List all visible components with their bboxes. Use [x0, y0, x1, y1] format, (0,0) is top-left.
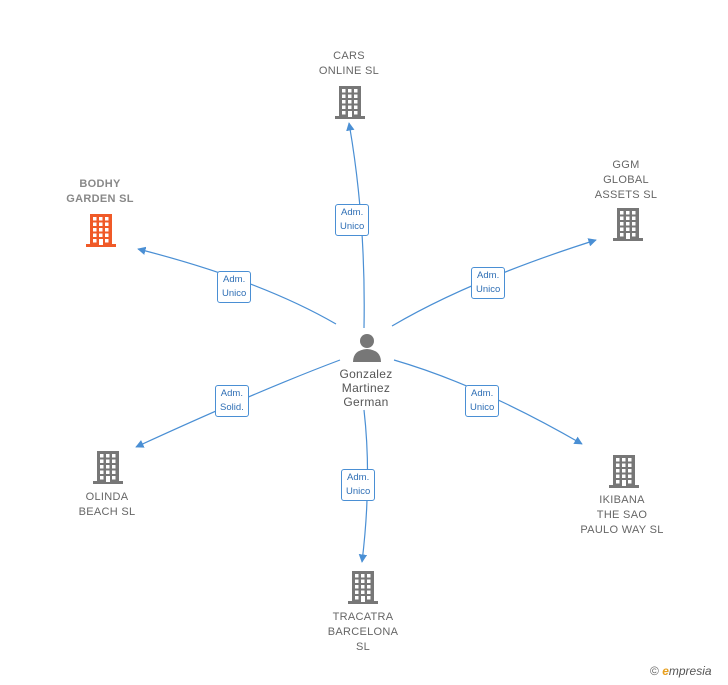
company-label-cars[interactable]: CARS ONLINE SL	[318, 50, 380, 77]
role-label-ggm: Adm. Unico	[471, 267, 506, 299]
building-icon-tracatra[interactable]	[348, 571, 378, 604]
company-label-olinda[interactable]: OLINDA BEACH SL	[78, 491, 136, 518]
company-label-tracatra[interactable]: TRACATRA BARCELONA SL	[327, 611, 399, 653]
edge-olinda	[135, 359, 341, 448]
company-label-ggm[interactable]: GGM GLOBAL ASSETS SL	[594, 159, 658, 201]
building-icon-ikibana[interactable]	[609, 455, 639, 488]
role-label-olinda: Adm. Solid.	[215, 385, 249, 417]
footer-credit[interactable]: © empresia	[650, 664, 712, 678]
building-icon-olinda[interactable]	[93, 451, 123, 484]
role-label-tracatra: Adm. Unico	[341, 469, 376, 501]
person-icon[interactable]	[353, 334, 381, 362]
role-label-bodhy: Adm. Unico	[217, 271, 252, 303]
role-label-ikibana: Adm. Unico	[465, 385, 500, 417]
person-name[interactable]: Gonzalez Martinez German	[339, 367, 393, 409]
role-label-cars: Adm. Unico	[335, 204, 370, 236]
copyright-symbol: ©	[650, 664, 659, 678]
building-icon-cars[interactable]	[335, 86, 365, 119]
building-icon-bodhy[interactable]	[86, 214, 116, 247]
building-icon-ggm[interactable]	[613, 208, 643, 241]
brand-logo[interactable]: empresia	[662, 664, 712, 678]
company-label-ikibana[interactable]: IKIBANA THE SAO PAULO WAY SL	[580, 494, 664, 536]
company-label-bodhy[interactable]: BODHY GARDEN SL	[66, 178, 134, 205]
